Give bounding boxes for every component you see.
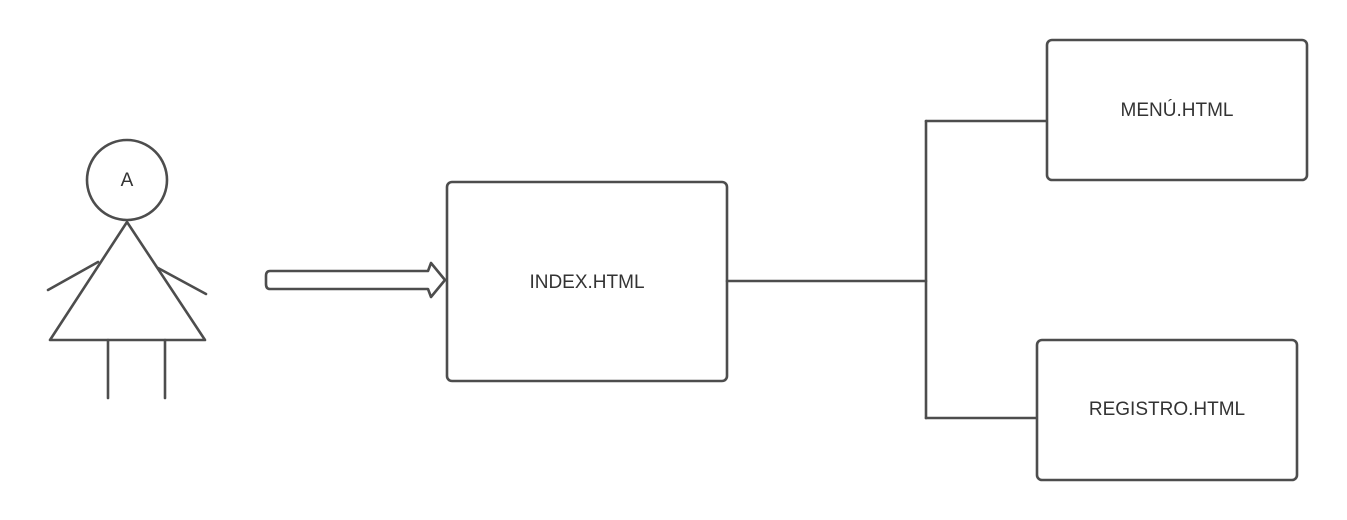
actor-right-arm [156, 266, 208, 296]
actor-body [48, 220, 207, 342]
node-registro-label: REGISTRO.HTML [1089, 399, 1245, 420]
node-registro-box [1035, 338, 1299, 482]
actor-head [85, 138, 169, 222]
connector-lines [725, 119, 1049, 420]
actor-figure: A [46, 138, 208, 400]
actor-left-arm [46, 260, 100, 292]
node-index: INDEX.HTML [445, 180, 729, 383]
node-menu-label: MENÚ.HTML [1121, 99, 1234, 121]
node-menu: MENÚ.HTML [1045, 38, 1309, 182]
node-index-label: INDEX.HTML [529, 272, 644, 293]
node-menu-box [1045, 38, 1309, 182]
actor-label: A [121, 170, 134, 191]
node-registro: REGISTRO.HTML [1035, 338, 1299, 482]
flow-arrow [264, 261, 447, 299]
